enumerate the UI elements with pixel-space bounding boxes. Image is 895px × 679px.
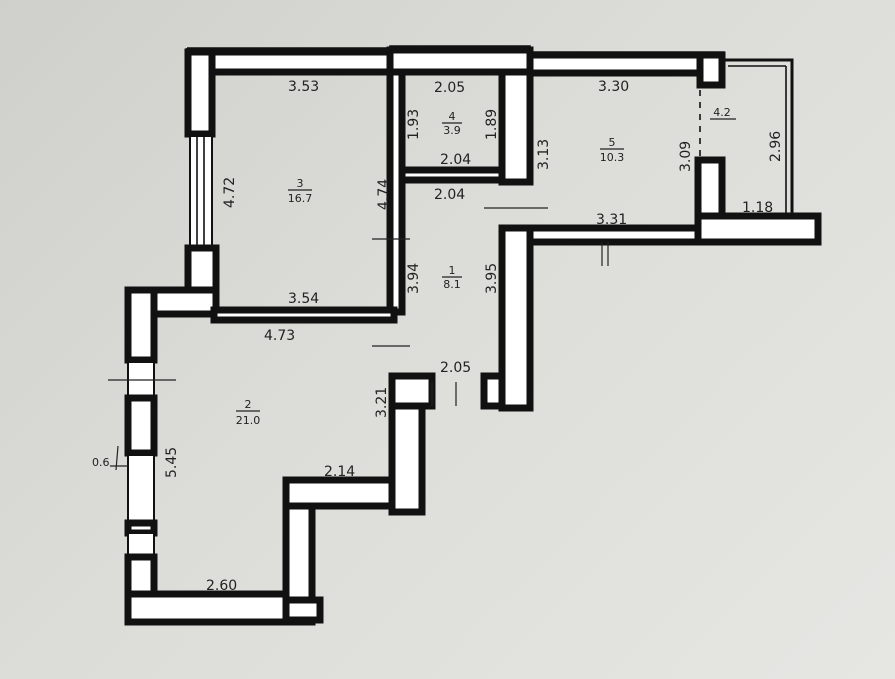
window-room3 [189,135,213,247]
dim-room1-left: 3.94 [406,263,422,294]
room-5-number: 5 [609,136,616,149]
dim-room3-left: 4.72 [222,177,238,208]
dim-room4-top: 2.05 [434,80,465,96]
room-5-label: 5 10.3 [600,136,625,164]
room-2-area: 21.0 [236,414,261,427]
dim-room4-bottom: 2.04 [440,152,471,168]
room-1-label: 1 8.1 [442,264,462,291]
room-3-number: 3 [297,177,304,190]
dim-room1-right: 3.95 [484,263,500,294]
dim-room3-bottom: 3.54 [288,291,319,307]
dim-room4-right: 1.89 [484,109,500,140]
dim-room5-left: 3.13 [536,139,552,170]
room-2-label: 2 21.0 [236,398,261,427]
dim-room4-left: 1.93 [406,109,422,140]
room-4-number: 4 [449,110,456,123]
room-5-area: 10.3 [600,151,625,164]
room-2-number: 2 [245,398,252,411]
dim-room5-bottom: 3.31 [596,212,627,228]
room-3-area: 16.7 [288,192,313,205]
balcony-area: 4.2 [713,106,731,119]
balcony-label: 4.2 [710,106,736,120]
dim-room2-top: 4.73 [264,328,295,344]
dim-room3-top: 3.53 [288,79,319,95]
interior-walls [108,68,609,406]
dim-room2-right: 3.21 [374,387,390,418]
dim-window-depth: 0.6 [92,456,110,469]
dim-room1-bottom: 2.05 [440,360,471,376]
dim-room2-left: 5.45 [164,447,180,478]
room-1-number: 1 [449,264,456,277]
room-1-area: 8.1 [443,278,461,291]
dimension-labels: 3.53 4.72 4.74 3.54 2.05 1.93 1.89 2.04 … [92,79,784,594]
room-3-label: 3 16.7 [288,177,313,205]
dim-balcony-bottom: 1.18 [742,200,773,216]
window-room2-mid [127,454,155,524]
room-4-area: 3.9 [443,124,461,137]
dim-room1-top: 2.04 [434,187,465,203]
dim-room3-right: 4.74 [376,179,392,210]
dim-room5-right: 3.09 [678,141,694,172]
window-room2-low [127,532,155,558]
dim-room2-mid: 2.14 [324,464,355,480]
dim-room5-top: 3.30 [598,79,629,95]
dim-room2-bottom: 2.60 [206,578,237,594]
dim-balcony-side: 2.96 [768,131,784,162]
room-labels: 3 16.7 4 3.9 1 8.1 5 10.3 2 21.0 4.2 [236,106,736,427]
room-4-label: 4 3.9 [442,110,462,137]
exterior-walls [124,45,822,626]
